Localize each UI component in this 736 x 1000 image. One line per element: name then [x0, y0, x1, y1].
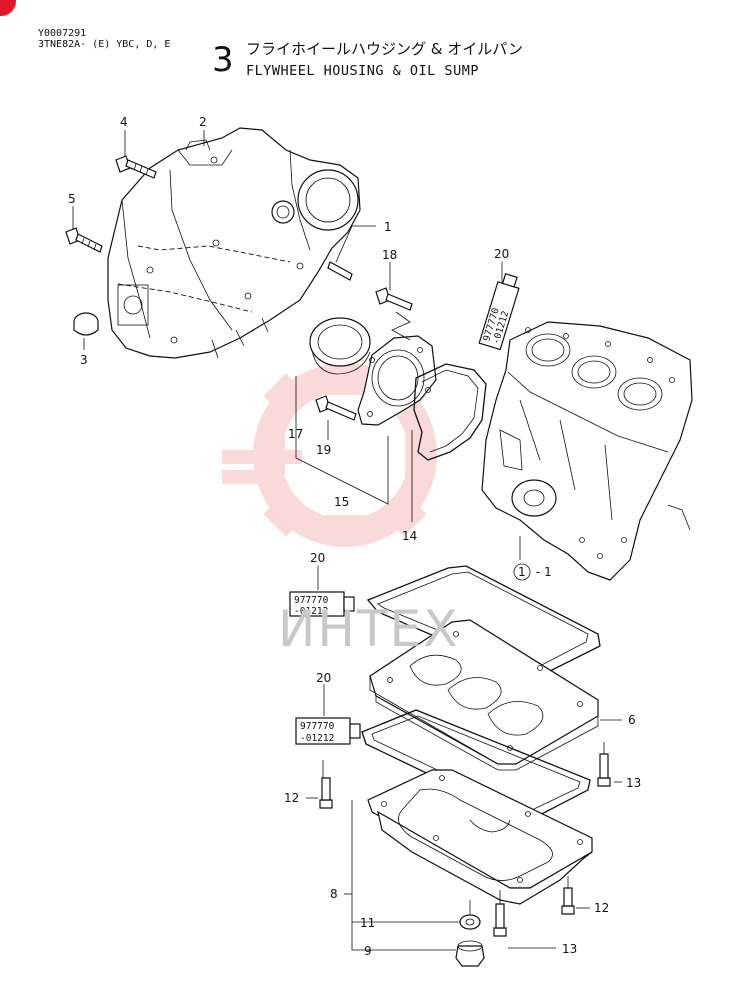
- callout-13-upper: 13: [626, 776, 641, 790]
- reference-suffix: - 1: [536, 565, 552, 579]
- leader-lines: [72, 130, 622, 951]
- callout-1: 1: [384, 220, 392, 234]
- callout-6: 6: [628, 713, 636, 727]
- document-code: Y0007291 3TNE82A- (E) YBC, D, E: [38, 28, 170, 50]
- callout-11: 11: [360, 916, 375, 930]
- bolt-part-18: [375, 287, 413, 311]
- callout-20-top: 20: [494, 247, 509, 261]
- reference-circle: [513, 563, 531, 581]
- callout-labels: 4 2 5 3 1 18 20 17 19 15 14 1 - 1 20 20 …: [68, 115, 641, 958]
- flywheel-housing: [107, 127, 361, 359]
- callout-8: 8: [330, 887, 338, 901]
- washer-part-11: [459, 914, 481, 930]
- tube-label-line1: 977770: [294, 595, 329, 606]
- callout-17: 17: [288, 427, 303, 441]
- callout-12-left: 12: [284, 791, 299, 805]
- bolt-part-4: [115, 155, 157, 179]
- callout-20-lower: 20: [316, 671, 331, 685]
- callout-13-lower: 13: [562, 942, 577, 956]
- drain-plug-part-9: [455, 940, 485, 967]
- cylinder-block: [481, 321, 693, 581]
- oil-seal-part-17: [309, 317, 371, 375]
- reference-circle-number: 1: [518, 565, 526, 579]
- title-english: FLYWHEEL HOUSING & OIL SUMP: [246, 63, 479, 79]
- callout-19: 19: [316, 443, 331, 457]
- watermark-text: ИНТЕХ: [278, 600, 460, 658]
- callout-9: 9: [364, 944, 372, 958]
- oil-pan-part-8: [367, 769, 593, 905]
- alignment-line: [137, 245, 291, 263]
- sealant-tube-20-lower: 977770 -01212: [295, 717, 361, 745]
- bearing-holder-part-15: [357, 335, 437, 426]
- callout-14: 14: [402, 529, 417, 543]
- callout-18: 18: [382, 248, 397, 262]
- oil-pan-adapter-part-6: [369, 619, 599, 771]
- callout-3: 3: [80, 353, 88, 367]
- bolt-part-12-left: [319, 777, 333, 809]
- bolt-part-13-lower: [493, 903, 507, 937]
- doc-code-line2: 3TNE82A- (E) YBC, D, E: [38, 39, 171, 50]
- tube-label-line1: 977770: [300, 721, 335, 732]
- sealant-tube-20-middle: 977770 -01212: [289, 591, 355, 617]
- bolt-part-5: [65, 227, 103, 253]
- section-number: 3: [212, 40, 234, 80]
- callout-2: 2: [199, 115, 207, 129]
- drain-plug-part-3: [73, 312, 99, 336]
- bolt-part-12-right: [561, 887, 575, 915]
- gasket-part-14: [413, 363, 487, 461]
- callout-12-right: 12: [594, 901, 609, 915]
- oil-pan-gasket-upper: [366, 565, 601, 677]
- alignment-line: [117, 283, 253, 313]
- bolt-part-19: [315, 395, 357, 421]
- callout-20-middle: 20: [310, 551, 325, 565]
- doc-code-line1: Y0007291: [38, 28, 87, 39]
- title-japanese: フライホイールハウジング & オイルパン: [246, 40, 523, 58]
- tube-label-line2: -01212: [294, 606, 328, 617]
- callout-4: 4: [120, 115, 128, 129]
- bolt-part-13-right: [597, 753, 611, 787]
- tube-label-line2: -01212: [300, 733, 334, 744]
- callout-5: 5: [68, 192, 76, 206]
- callout-15: 15: [334, 495, 349, 509]
- dowel-pin-part-1: [327, 261, 353, 281]
- oil-pan-gasket-lower: [361, 709, 591, 819]
